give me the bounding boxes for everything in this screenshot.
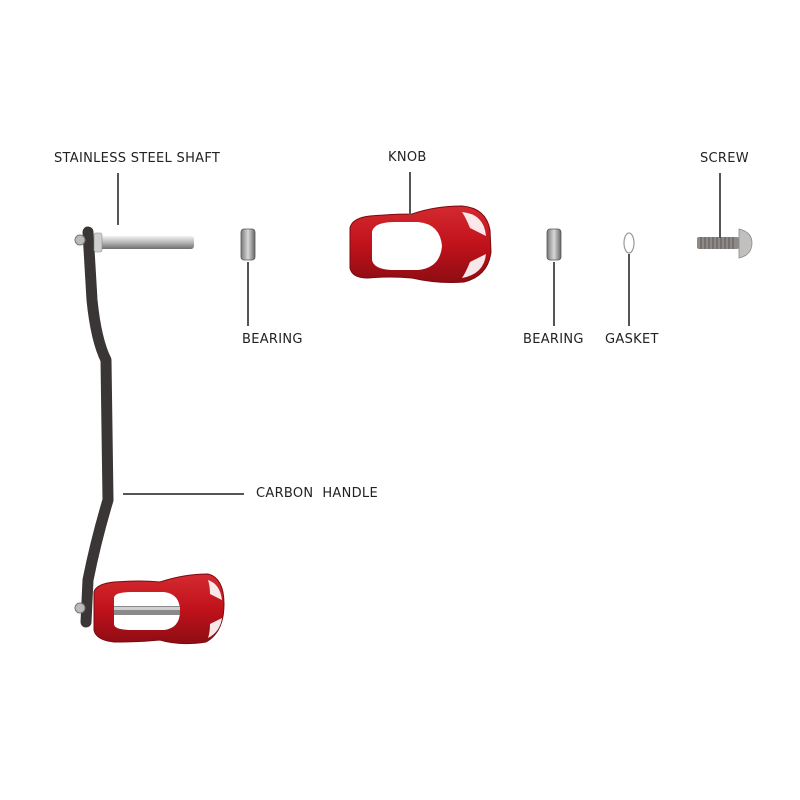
gasket [623,232,635,254]
carbon-handle [74,226,114,628]
leader-line-bearing-1 [247,262,249,326]
label-gasket: GASKET [605,332,659,347]
leader-line-knob [409,172,411,216]
bearing-1 [240,228,256,261]
label-bearing-2: BEARING [523,332,584,347]
label-stainless-steel-shaft: STAINLESS STEEL SHAFT [54,151,221,166]
bearing-2 [546,228,562,261]
leader-line-shaft [117,173,119,225]
label-knob: KNOB [388,150,427,165]
label-carbon-handle: CARBON HANDLE [256,486,378,501]
leader-line-handle [123,493,244,495]
leader-line-bearing-2 [553,262,555,326]
stainless-steel-shaft [93,232,194,253]
label-screw: SCREW [700,151,749,166]
label-bearing-1: BEARING [242,332,303,347]
leader-line-gasket [628,254,630,326]
screw [697,228,753,259]
assembled-knob [93,573,225,645]
knob [349,205,492,283]
leader-line-screw [719,173,721,238]
